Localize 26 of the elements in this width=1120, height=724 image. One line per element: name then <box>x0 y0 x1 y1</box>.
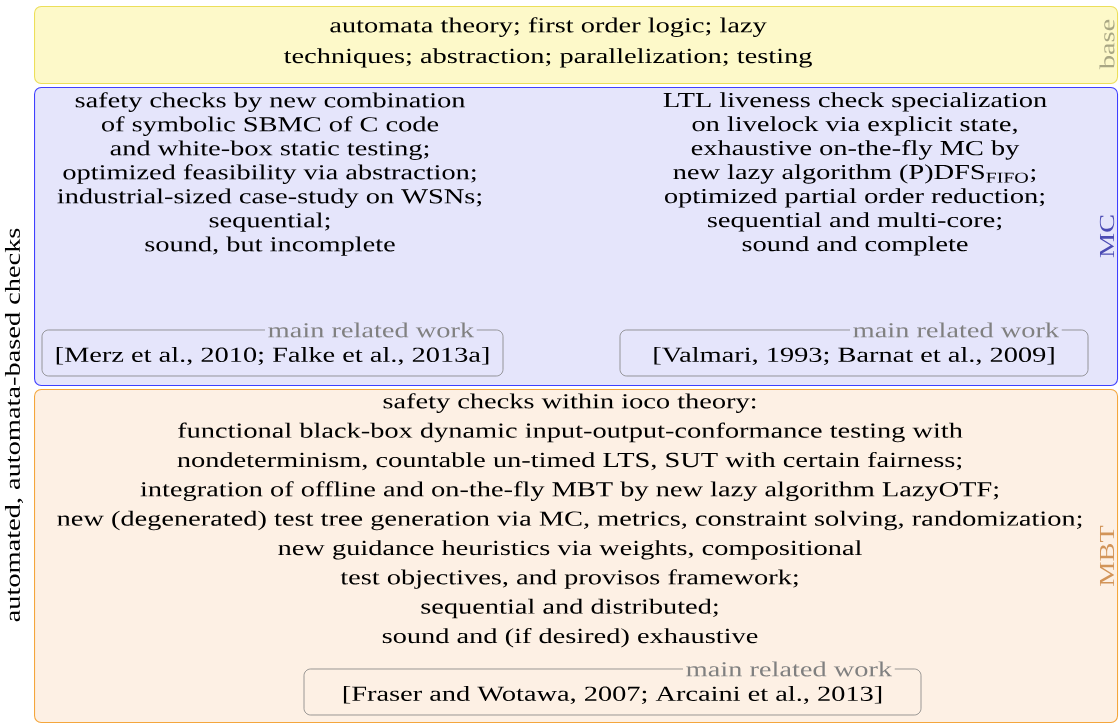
section-label: base <box>1099 19 1115 70</box>
citation-text: [Fraser and Wotawa, 2007; Arcaini et al., 2013] <box>343 685 882 705</box>
section-label: MBT <box>1100 525 1114 586</box>
description-text: sequential; <box>209 212 330 232</box>
description-text: safety checks by new combination of symbolic SBMC of C code and white-box static testing; <box>75 92 466 160</box>
description-text: LTL liveness check specialization on livelock via explicit state, exhaustive on-the-fly MC by new lazy algorithm (P)DFS$_{FIFO}$; <box>663 92 1047 184</box>
description-text: automata theory; first order logic; lazy techniques; abstraction; parallelization; testing <box>283 17 812 68</box>
description-text: functional black-box dynamic input-output-conformance testing with nondeterminism, countable un-timed LTS, SUT with certain fairness; <box>177 422 963 471</box>
description-text: sequential and distributed; <box>421 598 718 619</box>
description-text: optimized partial order reduction; <box>665 188 1044 208</box>
description-text: new guidance heuristics via weights, compositional test objectives, and provisos framework; <box>278 540 862 589</box>
citation-text: [Valmari, 1993; Barnat et al., 2009] <box>654 346 1054 366</box>
box-title: main related work <box>268 322 475 338</box>
description-text: optimized feasibility via abstraction; <box>63 164 476 184</box>
box-title: main related work <box>853 322 1060 338</box>
description-text: sound and (if desired) exhaustive <box>382 627 758 648</box>
description-text: integration of offline and on-the-fly MBT by new lazy algorithm LazyOTF; <box>140 481 998 501</box>
description-text: sound and complete <box>742 236 968 256</box>
description-text: industrial-sized case-study on WSNs; <box>57 188 481 208</box>
box-title: main related work <box>686 661 893 677</box>
description-text: sound, but incomplete <box>145 236 395 256</box>
section-label: MC <box>1099 215 1115 258</box>
description-text: new (degenerated) test tree generation via MC, metrics, constraint solving, randomization; <box>57 510 1082 531</box>
citation-text: [Merz et al., 2010; Falke et al., 2013a] <box>56 346 489 366</box>
description-text: safety checks within ioco theory: <box>383 393 756 413</box>
description-text: sequential and multi-core; <box>708 212 1001 232</box>
